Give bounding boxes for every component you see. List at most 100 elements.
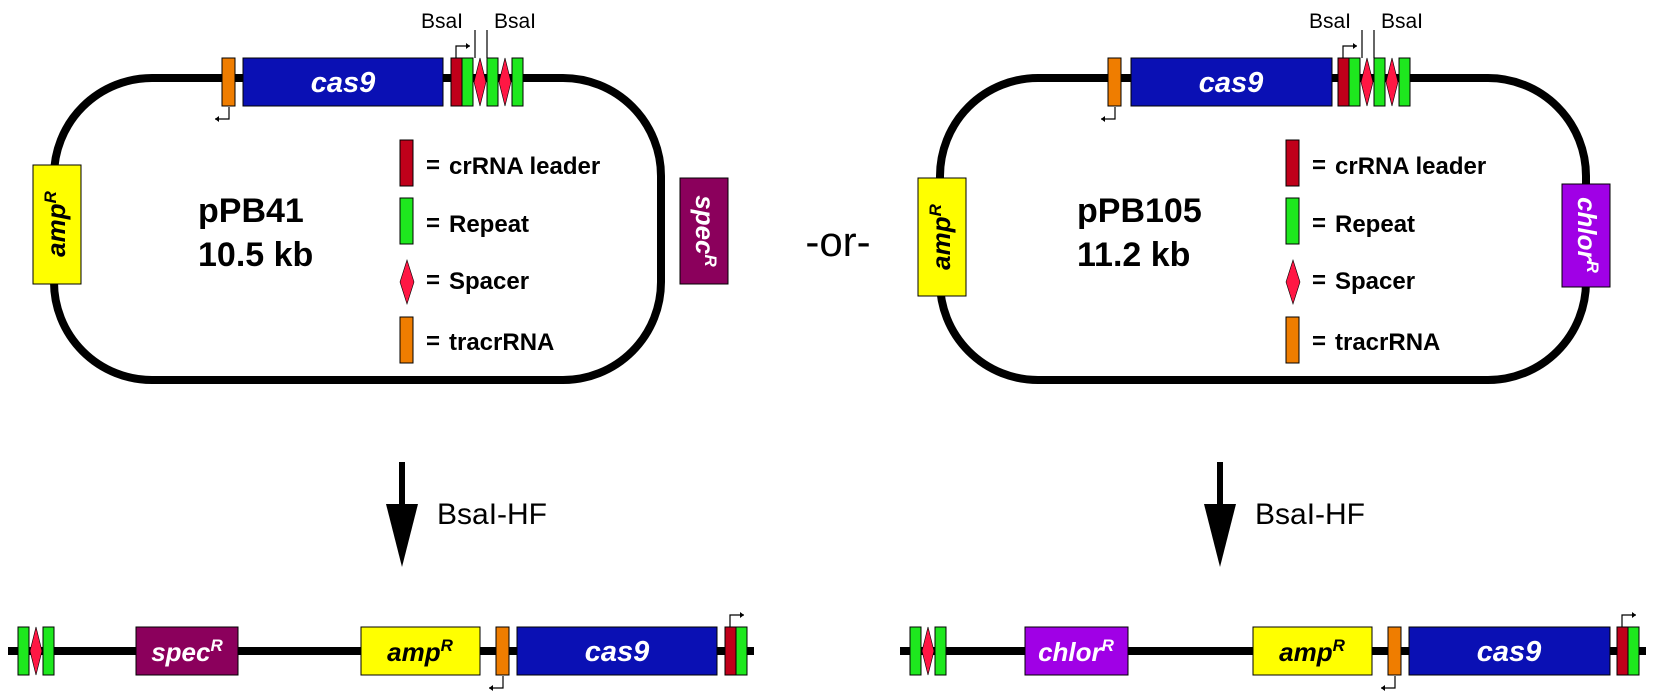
left-legend-spacer-swatch <box>399 259 415 305</box>
right-plasmid-backbone <box>936 74 1590 384</box>
left-bsaI-site-2: BsaI <box>494 10 536 33</box>
left-tracrRNA-block <box>221 57 236 107</box>
right-linear-cas9-label: cas9 <box>1477 636 1542 668</box>
left-linear-product: specR ampR cas9 <box>8 612 754 691</box>
left-tracrRNA-promoter-arrow <box>215 107 230 120</box>
left-enzyme-label: BsaI-HF <box>437 498 547 531</box>
left-plasmid-backbone <box>50 74 665 384</box>
left-plasmid-size: 10.5 kb <box>198 236 313 274</box>
left-linear-crRNA-leader-block <box>724 626 737 676</box>
right-plasmid: cas9 BsaI BsaI ampR chlorR pPB105 11.2 k… <box>917 10 1611 384</box>
left-linear-cas9-block <box>516 626 718 676</box>
left-legend-eq-1: = <box>426 152 440 179</box>
left-linear-repeat-3 <box>735 626 748 676</box>
left-legend-tracrRNA-swatch <box>399 316 414 364</box>
or-separator: -or- <box>805 218 870 265</box>
right-linear-chlorR-block <box>1024 626 1129 676</box>
right-legend-tracrRNA-swatch <box>1285 316 1300 364</box>
left-specR-label: specR <box>690 195 720 267</box>
right-legend-spacer-label: Spacer <box>1335 268 1415 295</box>
right-linear-spacer <box>921 626 935 676</box>
left-spacer-1 <box>473 57 487 107</box>
right-legend-repeat-label: Repeat <box>1335 211 1415 238</box>
right-repeat-block-1 <box>1348 57 1361 107</box>
right-linear-crRNA-leader-block <box>1616 626 1629 676</box>
left-legend-spacer-label: Spacer <box>449 268 529 295</box>
left-repeat-block-2 <box>486 57 499 107</box>
left-linear-spacer <box>29 626 43 676</box>
right-legend-eq-4: = <box>1312 328 1326 355</box>
right-enzyme-label: BsaI-HF <box>1255 498 1365 531</box>
left-linear-repeat-1 <box>17 626 30 676</box>
right-legend: = crRNA leader = Repeat = Spacer = tracr… <box>1285 139 1486 364</box>
left-legend: = crRNA leader = Repeat = Spacer = tracr… <box>399 139 600 364</box>
left-linear-ampR-label: ampR <box>387 636 453 667</box>
right-cas9-label: cas9 <box>1199 67 1264 99</box>
right-linear-repeat-1 <box>909 626 922 676</box>
right-chlorR-block <box>1561 183 1611 288</box>
right-linear-repeat-3 <box>1627 626 1640 676</box>
right-linear-tracrRNA-promoter-arrow <box>1381 676 1396 689</box>
left-plasmid-name: pPB41 <box>198 192 304 230</box>
right-linear-leader-promoter-arrow <box>1621 614 1636 627</box>
left-ampR-block <box>32 164 82 285</box>
right-ampR-label: ampR <box>926 203 956 269</box>
right-repeat-block-2 <box>1373 57 1386 107</box>
right-legend-spacer-swatch <box>1285 259 1301 305</box>
left-linear-specR-label: specR <box>151 636 223 667</box>
right-linear-repeat-2 <box>934 626 947 676</box>
right-linear-ampR-label: ampR <box>1279 636 1345 667</box>
left-linear-tracrRNA-promoter-arrow <box>489 676 504 689</box>
right-legend-tracrRNA-label: tracrRNA <box>1335 329 1440 356</box>
right-legend-eq-1: = <box>1312 152 1326 179</box>
left-digest-arrow <box>386 462 418 567</box>
right-legend-eq-2: = <box>1312 210 1326 237</box>
right-chlorR-label: chlorR <box>1572 197 1602 274</box>
right-tracrRNA-promoter-arrow <box>1101 107 1116 120</box>
left-bsaI-site-1: BsaI <box>421 10 463 33</box>
left-ampR-label: ampR <box>41 190 71 256</box>
right-leader-promoter-arrow <box>1342 45 1357 58</box>
left-linear-tracrRNA-block <box>495 626 510 676</box>
right-linear-tracrRNA-block <box>1387 626 1402 676</box>
left-repeat-block-3 <box>511 57 524 107</box>
left-legend-repeat-label: Repeat <box>449 211 529 238</box>
left-linear-leader-promoter-arrow <box>729 614 744 627</box>
right-ampR-block <box>917 177 967 297</box>
left-legend-crRNA-swatch <box>399 139 414 187</box>
right-linear-cas9-block <box>1408 626 1611 676</box>
left-legend-repeat-swatch <box>399 197 414 245</box>
right-linear-chlorR-label: chlorR <box>1038 636 1115 667</box>
right-legend-eq-3: = <box>1312 267 1326 294</box>
left-cas9-block <box>242 57 444 107</box>
right-linear-ampR-block <box>1252 626 1373 676</box>
right-legend-crRNA-swatch <box>1285 139 1300 187</box>
right-legend-crRNA-label: crRNA leader <box>1335 153 1486 180</box>
right-tracrRNA-block <box>1107 57 1122 107</box>
left-linear-ampR-block <box>360 626 481 676</box>
right-digest-arrow <box>1204 462 1236 567</box>
right-linear-product: chlorR ampR cas9 <box>900 612 1646 691</box>
left-leader-promoter-arrow <box>455 45 470 58</box>
right-spacer-2 <box>1385 57 1399 107</box>
left-legend-tracrRNA-label: tracrRNA <box>449 329 554 356</box>
left-specR-block <box>679 177 729 285</box>
right-spacer-1 <box>1360 57 1374 107</box>
left-spacer-2 <box>498 57 512 107</box>
left-legend-eq-4: = <box>426 328 440 355</box>
left-plasmid: cas9 BsaI BsaI ampR specR pPB41 10.5 kb … <box>32 10 729 384</box>
left-linear-cas9-label: cas9 <box>585 636 650 668</box>
left-crRNA-leader-block <box>450 57 463 107</box>
left-linear-repeat-2 <box>42 626 55 676</box>
left-legend-eq-2: = <box>426 210 440 237</box>
left-linear-specR-block <box>135 626 239 676</box>
right-bsaI-site-1: BsaI <box>1309 10 1351 33</box>
right-plasmid-size: 11.2 kb <box>1077 236 1190 274</box>
left-cas9-label: cas9 <box>311 67 376 99</box>
right-cas9-block <box>1130 57 1333 107</box>
left-repeat-block-1 <box>461 57 474 107</box>
right-crRNA-leader-block <box>1337 57 1350 107</box>
right-bsaI-site-2: BsaI <box>1381 10 1423 33</box>
left-legend-crRNA-label: crRNA leader <box>449 153 600 180</box>
